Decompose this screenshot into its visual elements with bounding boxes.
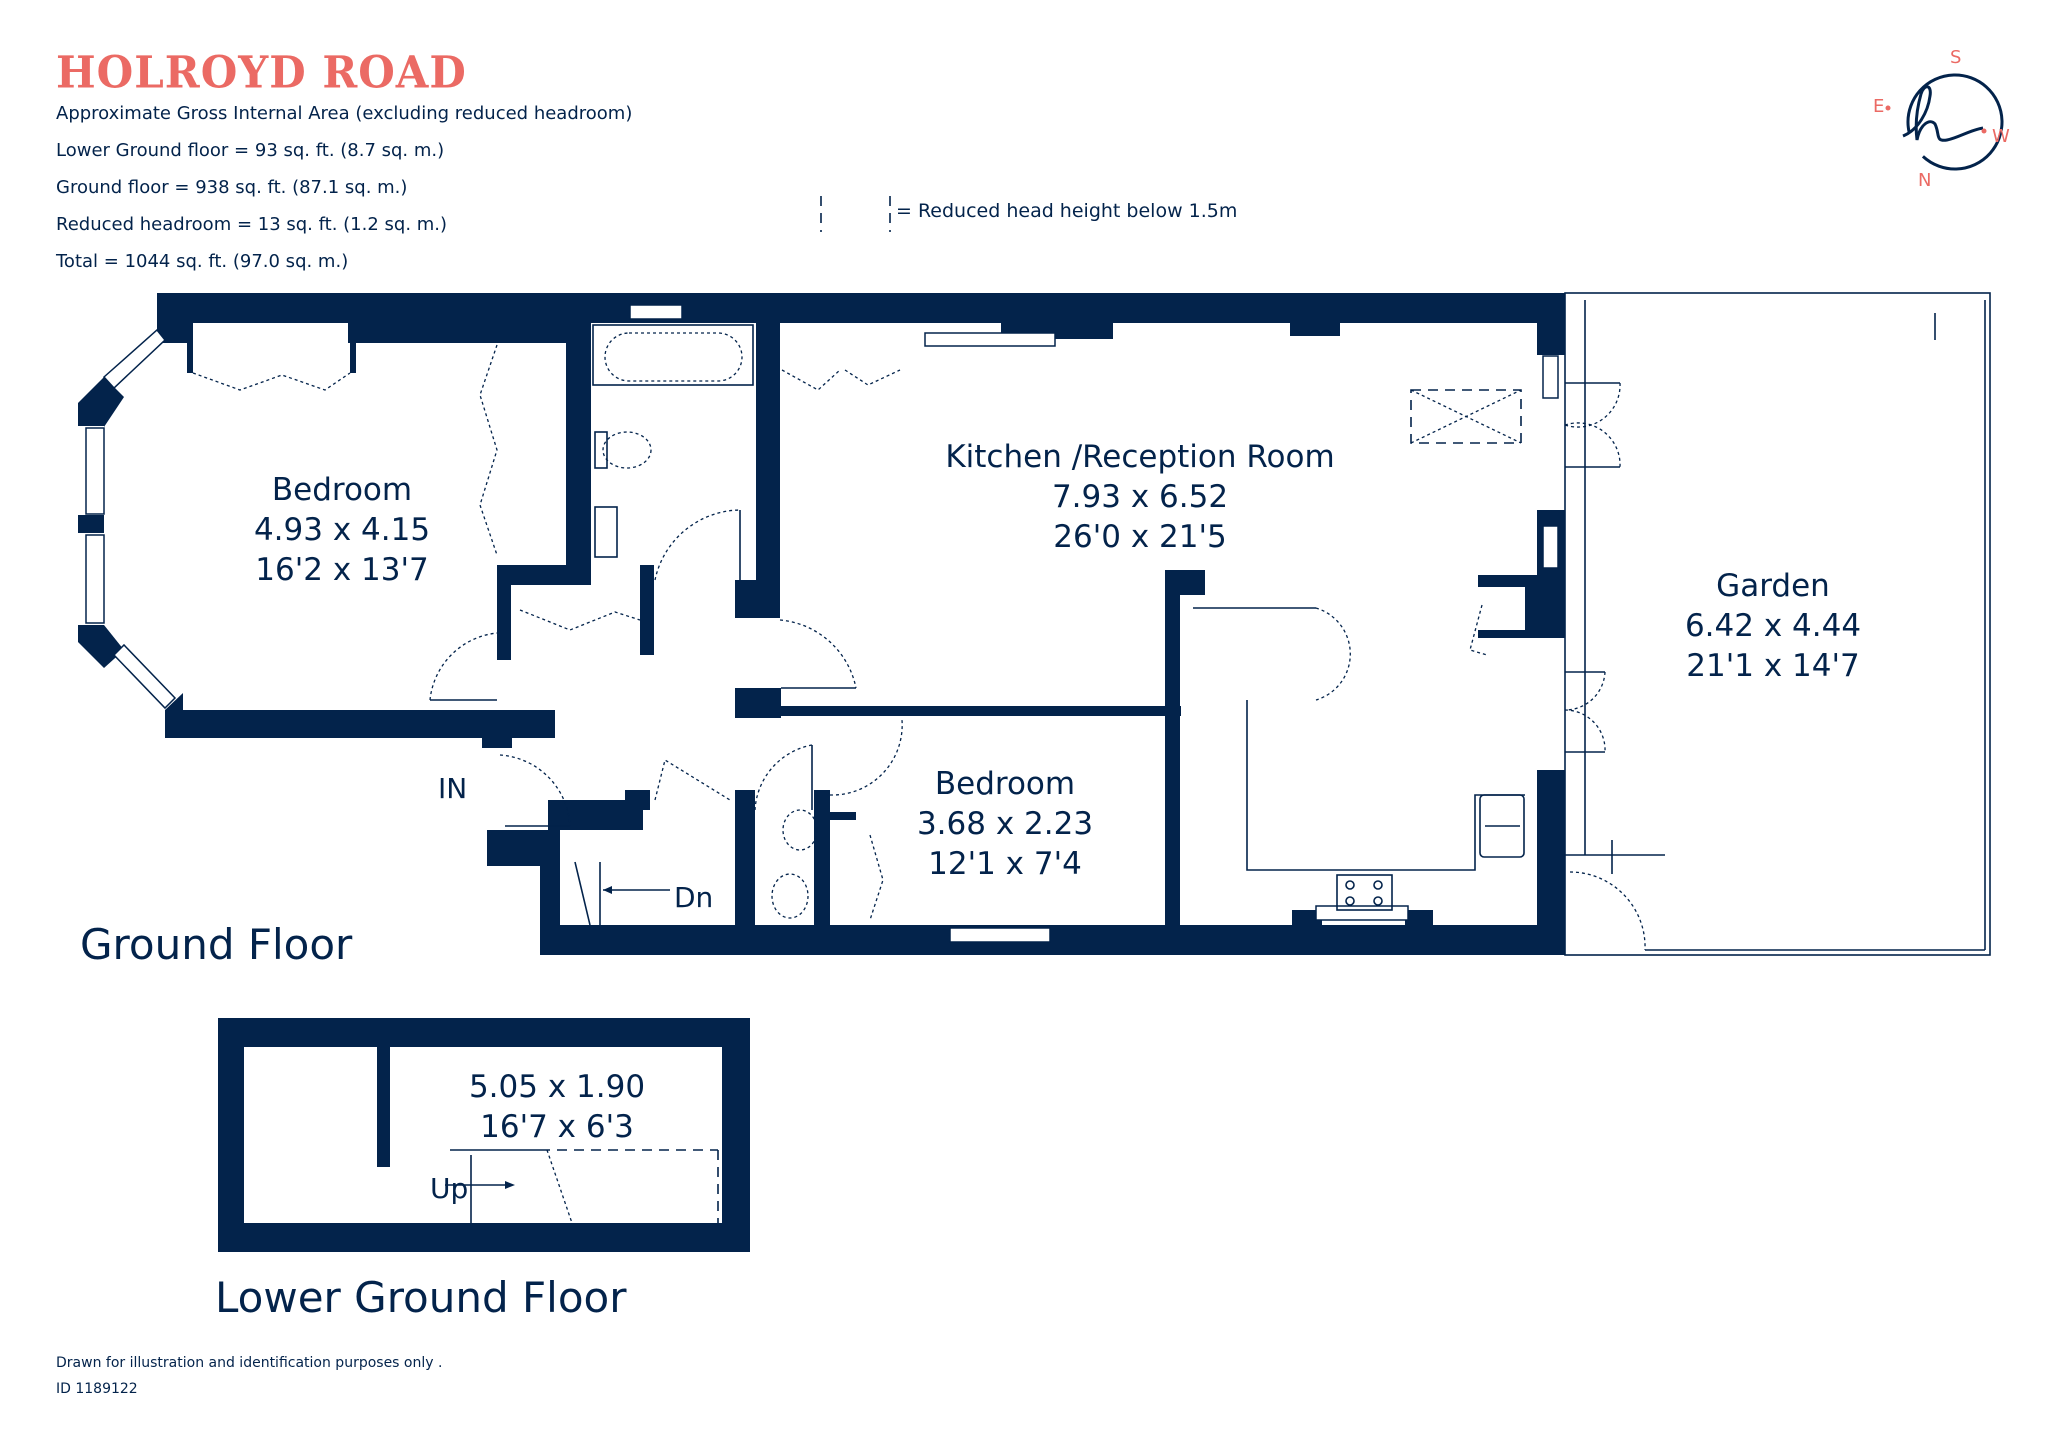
stairs-up-label: Up: [430, 1172, 469, 1205]
room-garden: Garden 6.42 x 4.44 21'1 x 14'7: [1685, 566, 1861, 686]
lower-ground-floor-label: Lower Ground Floor: [215, 1273, 627, 1322]
area-ground: Ground floor = 938 sq. ft. (87.1 sq. m.): [56, 177, 408, 198]
area-reduced-headroom: Reduced headroom = 13 sq. ft. (1.2 sq. m…: [56, 214, 448, 235]
lower-ground-floor-walls: [218, 1018, 750, 1252]
compass-north: N: [1918, 170, 1931, 191]
room-bedroom-1: Bedroom 4.93 x 4.15 16'2 x 13'7: [254, 470, 430, 590]
disclaimer: Drawn for illustration and identificatio…: [56, 1355, 443, 1371]
room-imperial: 26'0 x 21'5: [1053, 519, 1227, 555]
property-title: HOLROYD ROAD: [56, 46, 467, 99]
room-name: Kitchen /Reception Room: [945, 439, 1335, 475]
room-name: Bedroom: [271, 472, 413, 508]
room-imperial: 21'1 x 14'7: [1686, 648, 1860, 684]
ground-floor-label: Ground Floor: [80, 920, 353, 969]
room-metric: 6.42 x 4.44: [1684, 608, 1862, 644]
area-lower-ground: Lower Ground floor = 93 sq. ft. (8.7 sq.…: [56, 140, 445, 161]
room-imperial: 12'1 x 7'4: [928, 846, 1082, 882]
room-kitchen-reception: Kitchen /Reception Room 7.93 x 6.52 26'0…: [945, 437, 1334, 557]
compass-south: S: [1950, 47, 1961, 68]
room-metric: 5.05 x 1.90: [468, 1069, 646, 1105]
ground-floor-walls: [78, 293, 1565, 955]
room-imperial: 16'7 x 6'3: [480, 1109, 634, 1145]
compass-east: E: [1873, 96, 1884, 117]
lower-ground-floor-fixtures: [445, 1149, 719, 1224]
stairs-down-label: Dn: [674, 881, 714, 914]
dashed-boundary-icon: [820, 196, 891, 232]
entrance-label: IN: [438, 772, 468, 805]
room-metric: 7.93 x 6.52: [1051, 479, 1229, 515]
room-metric: 4.93 x 4.15: [253, 512, 431, 548]
room-name: Garden: [1716, 568, 1830, 604]
room-name: Bedroom: [934, 766, 1076, 802]
ground-floor-fixtures: [192, 292, 1991, 956]
room-bedroom-2: Bedroom 3.68 x 2.23 12'1 x 7'4: [917, 764, 1093, 884]
compass-icon: S E W N: [1873, 47, 2010, 191]
room-imperial: 16'2 x 13'7: [255, 552, 429, 588]
plan-id: ID 1189122: [56, 1381, 138, 1397]
area-subtitle: Approximate Gross Internal Area (excludi…: [56, 103, 633, 124]
legend-reduced-head-height: = Reduced head height below 1.5m: [896, 200, 1238, 222]
room-lower-ground: 5.05 x 1.90 16'7 x 6'3: [469, 1067, 645, 1147]
area-total: Total = 1044 sq. ft. (97.0 sq. m.): [56, 251, 349, 272]
room-metric: 3.68 x 2.23: [916, 806, 1094, 842]
compass-west: W: [1992, 126, 2010, 147]
